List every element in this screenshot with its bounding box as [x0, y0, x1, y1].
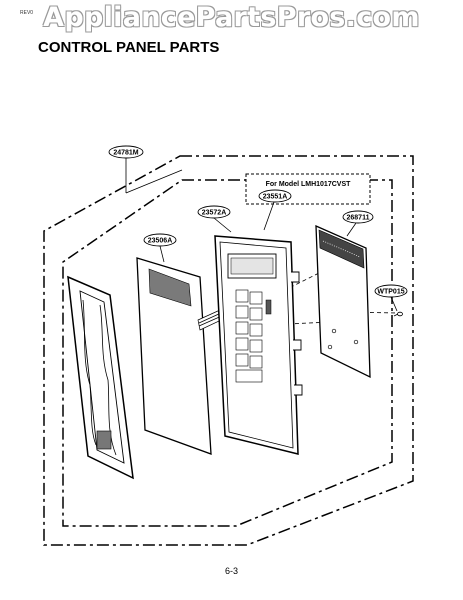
- callout-pcb: 268711: [342, 210, 374, 224]
- leader-lines: [125, 158, 401, 326]
- callout-model-part: 23551A: [258, 189, 292, 203]
- svg-text:23506A: 23506A: [148, 238, 173, 245]
- watermark: AppliancePartsPros.com: [43, 2, 420, 33]
- callout-assembly: 24781M: [108, 145, 144, 159]
- callout-screw: WTP015: [374, 284, 408, 298]
- control-sheet: [136, 257, 212, 455]
- svg-text:23551A: 23551A: [263, 194, 288, 201]
- svg-text:268711: 268711: [347, 215, 370, 222]
- svg-text:23572A: 23572A: [202, 210, 227, 217]
- callouts: 24781M 23551A 23572A 23506A 268711 WTP01…: [108, 145, 408, 298]
- door-frame: [67, 275, 134, 480]
- control-panel-frame: [214, 235, 303, 455]
- screw: [393, 311, 403, 317]
- model-note: For Model LMH1017CVST: [266, 181, 352, 188]
- assembly-outline-inner: [62, 179, 393, 527]
- svg-text:24781M: 24781M: [113, 150, 138, 157]
- callout-panel: 23572A: [197, 205, 231, 219]
- model-note-box: [245, 173, 371, 205]
- page-title: CONTROL PANEL PARTS: [38, 39, 220, 56]
- page-number: 6-3: [224, 566, 238, 576]
- callout-sheet: 23506A: [143, 233, 177, 247]
- svg-text:WTP015: WTP015: [377, 289, 404, 296]
- revision-label: REV0: [20, 10, 34, 16]
- assembly-outline-outer: [43, 155, 414, 546]
- control-pcb: [315, 224, 371, 379]
